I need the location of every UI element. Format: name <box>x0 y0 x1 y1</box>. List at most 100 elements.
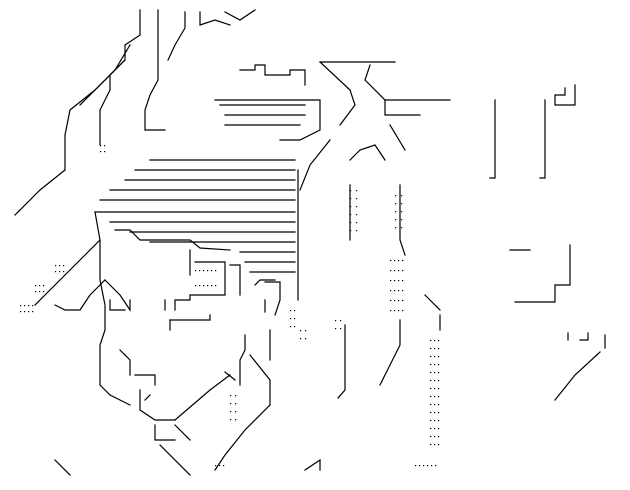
stipple-dot <box>394 280 396 282</box>
cloth-line <box>224 371 236 381</box>
stipple-dot <box>356 214 358 216</box>
stipple-dot <box>235 395 237 397</box>
stipple-dot <box>430 388 432 390</box>
stipple-dot <box>430 396 432 398</box>
stipple-dot <box>402 280 404 282</box>
stipple-dot <box>430 372 432 374</box>
stipple-dot <box>356 206 358 208</box>
stipple-dot <box>430 356 432 358</box>
stipple-dot <box>415 465 417 467</box>
stipple-dot <box>398 260 400 262</box>
stipple-dot <box>398 290 400 292</box>
stipple-dot <box>394 290 396 292</box>
stipple-dot <box>32 311 34 313</box>
stipple-dot <box>438 444 440 446</box>
hair-strand <box>224 9 256 21</box>
stipple-dot <box>350 198 352 200</box>
tick-mark <box>579 332 589 341</box>
eye-right <box>174 261 226 311</box>
stipple-dot <box>28 311 30 313</box>
stipple-dot <box>435 465 437 467</box>
hair-strand <box>199 11 231 26</box>
stipple-dot <box>215 270 217 272</box>
stipple-dot <box>305 330 307 332</box>
hair-strand <box>167 11 186 61</box>
hat-brim <box>214 99 321 141</box>
stipple-dot <box>230 411 232 413</box>
stipple-dot <box>438 428 440 430</box>
stipple-dot <box>395 219 397 221</box>
stipple-dot <box>230 395 232 397</box>
eye-mark <box>169 314 211 321</box>
flow-line <box>319 61 356 126</box>
cloth-line <box>399 184 406 256</box>
stipple-dot <box>434 404 436 406</box>
stipple-dot <box>430 420 432 422</box>
stipple-dot <box>43 285 45 287</box>
stipple-dot <box>24 305 26 307</box>
stipple-dot <box>434 396 436 398</box>
stipple-dot <box>340 328 342 330</box>
stipple-dot <box>395 211 397 213</box>
mouth <box>144 394 151 401</box>
stipple-dot <box>211 285 213 287</box>
stipple-dot <box>199 270 201 272</box>
stipple-dot <box>39 285 41 287</box>
stipple-dot <box>300 338 302 340</box>
stipple-dot <box>335 320 337 322</box>
stipple-dot <box>401 211 403 213</box>
stipple-dot <box>63 265 65 267</box>
stipple-dot <box>290 318 292 320</box>
stipple-dot <box>394 260 396 262</box>
hair-strand <box>79 59 126 106</box>
stipple-dot <box>423 465 425 467</box>
cloth-line <box>337 324 346 399</box>
nose <box>109 299 126 311</box>
stipple-dot <box>430 380 432 382</box>
stipple-dot <box>305 338 307 340</box>
eye-left <box>114 229 231 251</box>
stipple-dot <box>434 364 436 366</box>
stipple-dot <box>434 436 436 438</box>
stipple-dot <box>430 404 432 406</box>
stipple-dot <box>390 270 392 272</box>
stipple-dot <box>300 330 302 332</box>
dot-cluster <box>20 145 440 467</box>
stipple-dot <box>431 465 433 467</box>
stipple-dot <box>434 348 436 350</box>
ascii-art-figure <box>14 9 606 476</box>
stipple-dot <box>430 348 432 350</box>
mouth <box>134 374 156 386</box>
stipple-dot <box>398 280 400 282</box>
stipple-dot <box>434 372 436 374</box>
stipple-dot <box>430 340 432 342</box>
stipple-dot <box>207 285 209 287</box>
stipple-dot <box>100 151 102 153</box>
dot-texture <box>20 145 440 467</box>
stipple-dot <box>207 270 209 272</box>
hat-top <box>239 64 306 86</box>
stipple-dot <box>438 388 440 390</box>
stipple-dot <box>438 380 440 382</box>
stipple-dot <box>20 311 22 313</box>
stipple-dot <box>401 195 403 197</box>
stipple-dot <box>398 310 400 312</box>
stipple-dot <box>434 412 436 414</box>
stipple-dot <box>39 291 41 293</box>
neck <box>159 444 191 476</box>
stipple-dot <box>395 195 397 197</box>
stipple-dot <box>438 340 440 342</box>
step-mark <box>514 244 571 303</box>
flow-line <box>384 99 421 116</box>
stipple-dot <box>395 203 397 205</box>
stipple-dot <box>356 190 358 192</box>
stipple-dot <box>223 465 225 467</box>
chin <box>174 424 191 441</box>
cloth-line <box>239 334 246 386</box>
stipple-dot <box>434 388 436 390</box>
stipple-dot <box>430 436 432 438</box>
stipple-dot <box>215 285 217 287</box>
stipple-dot <box>395 227 397 229</box>
stipple-dot <box>203 270 205 272</box>
stipple-dot <box>438 420 440 422</box>
